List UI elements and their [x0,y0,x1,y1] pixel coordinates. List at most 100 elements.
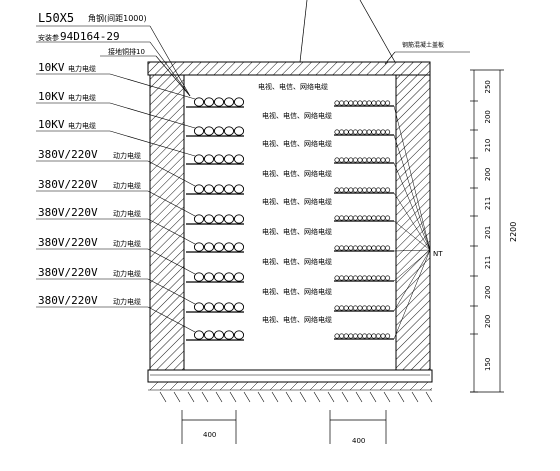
signal-cable [362,157,368,163]
bottom-slab [147,369,433,383]
signal-cable [380,100,386,106]
right-wall [395,74,431,376]
trench-structure [147,0,433,391]
soil-hatch [397,391,405,403]
signal-cable [371,275,377,281]
header-annotations: L50X5 角钢(间距1000) 安装参 94D164-29 接地铜排10 钢筋… [36,11,470,258]
power-cable [233,272,245,282]
right-desc-label: 电视、电信、网络电缆 [262,169,332,178]
signal-cable [339,333,345,339]
signal-cable [339,275,345,281]
left-voltage-label: 10KV [38,61,65,74]
power-cable [223,126,235,136]
signal-cable [343,157,349,163]
install-ref-label: 安装参 [38,33,59,42]
soil-hatch [341,391,349,403]
left-voltage-label: 380V/220V [38,236,98,249]
signal-cable [371,129,377,135]
signal-cable [380,215,386,221]
signal-cable [371,245,377,251]
signal-cable [362,129,368,135]
signal-cable [339,187,345,193]
soil-hatch [229,391,237,403]
signal-cable [343,275,349,281]
soil-hatch [355,391,363,403]
signal-cable [371,305,377,311]
right-cable-row: 电视、电信、网络电缆 [262,169,431,251]
signal-cable [380,333,386,339]
power-cable [203,126,215,136]
signal-cable [334,333,340,339]
left-wall [149,74,185,376]
power-cable [203,154,215,164]
left-voltage-label: 380V/220V [38,206,98,219]
power-cable [213,330,225,340]
signal-cable [348,187,354,193]
left-desc-label: 动力电缆 [113,209,141,218]
signal-cable [334,245,340,251]
signal-cable [371,100,377,106]
signal-cable [339,215,345,221]
power-cable [193,242,205,252]
power-cable [233,154,245,164]
signal-cable [380,305,386,311]
right-leader-line [393,105,431,251]
power-cable [223,302,235,312]
signal-cable [366,245,372,251]
signal-cable [380,129,386,135]
right-width-label: 400 [352,437,365,445]
signal-cable [352,100,358,106]
signal-cable [357,100,363,106]
power-cable [213,302,225,312]
power-cable [213,126,225,136]
power-cable [233,97,245,107]
angle-steel-label: L50X5 [38,11,74,25]
left-leader-line [147,160,196,187]
signal-cable [334,100,340,106]
signal-cable [352,275,358,281]
signal-cable [375,157,381,163]
left-leader-line [109,73,196,100]
left-leader-line [147,278,196,305]
signal-cable [357,129,363,135]
signal-cable [385,215,391,221]
power-cable [193,184,205,194]
signal-cable [348,129,354,135]
right-leader-line [393,249,431,282]
right-cable-row: 电视、电信、网络电缆 [262,197,431,251]
signal-cable [371,187,377,193]
soil-hatch [383,391,391,403]
left-desc-label: 电力电缆 [68,121,96,130]
signal-cable [352,157,358,163]
spacing-label: 200 [484,286,492,299]
power-cable [193,302,205,312]
signal-cable [343,100,349,106]
power-cable [233,214,245,224]
signal-cable [362,305,368,311]
right-desc-label: 电视、电信、网络电缆 [262,315,332,324]
soil-hatch [159,391,167,403]
signal-cable [375,100,381,106]
power-cable [213,184,225,194]
right-desc-label: 电视、电信、网络电缆 [262,227,332,236]
soil-hatch [187,391,195,403]
signal-cable [375,333,381,339]
power-cable [203,242,215,252]
signal-cable [357,187,363,193]
signal-cable [375,129,381,135]
signal-cable [371,333,377,339]
signal-cable [334,129,340,135]
signal-cable [371,215,377,221]
signal-cable [362,215,368,221]
right-desc-label: 电视、电信、网络电缆 [262,197,332,206]
signal-cable [385,187,391,193]
power-cable [233,126,245,136]
power-cable [233,242,245,252]
right-cable-row: 电视、电信、网络电缆 [262,139,431,251]
right-leader-line [393,220,431,251]
signal-cable [343,187,349,193]
right-leader-line [393,134,431,251]
power-cable [193,154,205,164]
